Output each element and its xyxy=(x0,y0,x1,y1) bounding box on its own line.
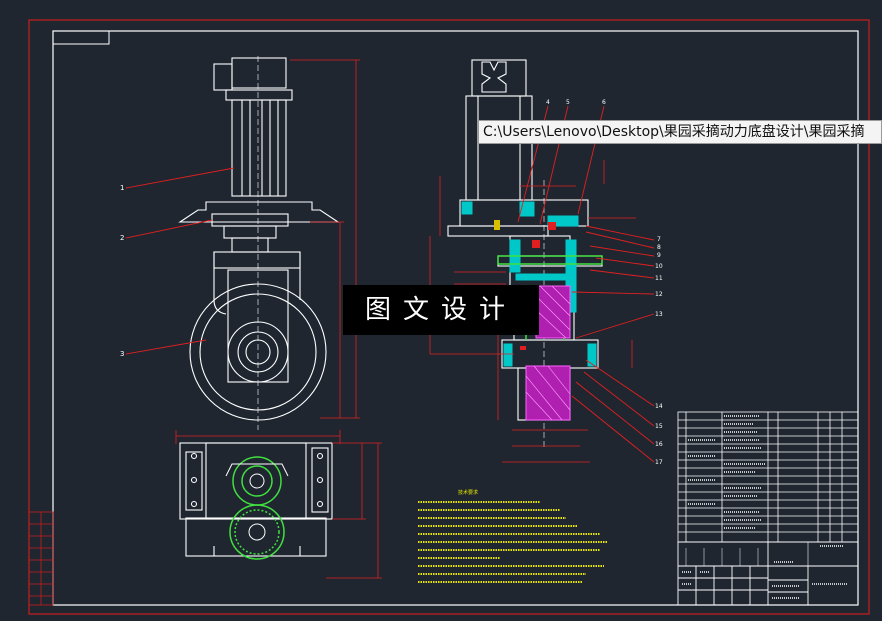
callout-15: 15 xyxy=(655,423,663,430)
watermark-text: 图文设计 xyxy=(364,295,517,325)
tech-notes-title: 技术要求 xyxy=(458,489,478,496)
callout-7: 7 xyxy=(657,236,661,243)
section-view[interactable] xyxy=(447,59,603,450)
callout-10: 10 xyxy=(655,263,663,270)
file-path-text: C:\Users\Lenovo\Desktop\果园采摘动力底盘设计\果园采摘 xyxy=(483,124,865,140)
tech-notes-lines xyxy=(418,501,608,583)
left-binding-table xyxy=(28,511,54,606)
plan-view-inner xyxy=(225,463,289,541)
callout-8: 8 xyxy=(657,244,661,251)
left-leader-lines xyxy=(125,167,235,355)
plan-dimension-lines xyxy=(175,430,382,579)
plan-view-green-gears xyxy=(229,456,285,560)
callout-2: 2 xyxy=(120,234,124,242)
left-dimension-lines xyxy=(290,59,360,419)
callout-13: 13 xyxy=(655,311,663,318)
plan-view[interactable] xyxy=(179,442,333,557)
callout-5: 5 xyxy=(566,99,570,106)
technical-requirements: 技术要求 xyxy=(418,489,608,583)
top-left-code-box xyxy=(52,30,110,45)
callout-4: 4 xyxy=(546,99,550,106)
callout-17: 17 xyxy=(655,459,663,466)
title-block[interactable] xyxy=(677,541,859,606)
parts-list-fills xyxy=(688,415,766,529)
callout-16: 16 xyxy=(655,441,663,448)
callout-3: 3 xyxy=(120,350,124,358)
callout-9: 9 xyxy=(657,252,661,259)
title-block-fills xyxy=(682,545,848,599)
left-part-callouts: 1 2 3 xyxy=(120,184,124,358)
sheet-outer-border xyxy=(28,19,870,615)
section-magenta-wheel xyxy=(494,220,571,421)
left-elevation-view[interactable] xyxy=(178,56,340,430)
callout-12: 12 xyxy=(655,291,663,298)
callout-1: 1 xyxy=(120,184,124,192)
callout-14: 14 xyxy=(655,403,663,410)
section-part-callouts: 4 5 6 7 8 9 10 11 12 13 14 15 16 17 xyxy=(546,99,663,466)
callout-6: 6 xyxy=(602,99,606,106)
parts-list-table[interactable] xyxy=(677,411,859,543)
callout-11: 11 xyxy=(655,275,663,282)
file-path-tooltip: C:\Users\Lenovo\Desktop\果园采摘动力底盘设计\果园采摘 xyxy=(478,120,882,144)
watermark-stamp: 图文设计 xyxy=(343,285,539,335)
sheet-inner-border xyxy=(52,30,859,606)
